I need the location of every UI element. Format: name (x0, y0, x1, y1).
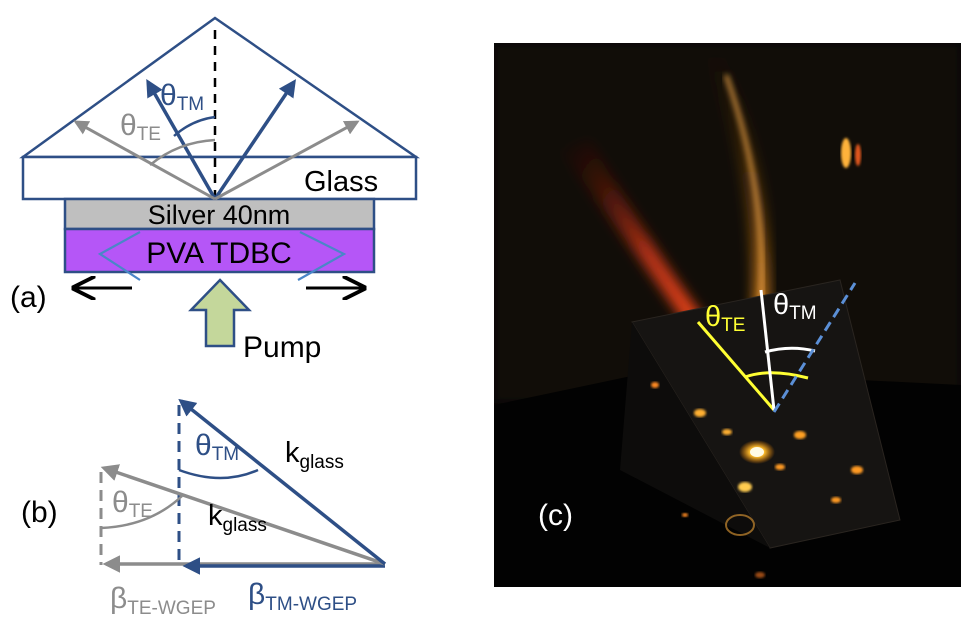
beta-te-label: βTE-WGEP (110, 582, 216, 619)
tm-angle-dashed-line (772, 282, 857, 413)
silver-label: Silver 40nm (148, 200, 291, 230)
theta-te-label-c: θTE (705, 301, 745, 336)
panel-c-photo (494, 43, 961, 587)
te-angle-line (696, 321, 776, 411)
te-angle-arc (744, 371, 809, 380)
theta-tm-arc-b (178, 468, 259, 480)
red-emission-beam (560, 140, 705, 330)
theta-te-arc-b (100, 495, 183, 530)
theta-tm-label-b: θTM (195, 429, 239, 465)
panel-c-label: (c) (538, 499, 573, 532)
panel-a (19, 16, 421, 348)
theta-tm-arc (173, 115, 216, 137)
prism-silhouette (631, 279, 901, 549)
pump-arrow (188, 278, 252, 348)
glass-prism (19, 16, 421, 159)
panel-b-label: (b) (21, 496, 58, 529)
beta-tm-label: βTM-WGEP (248, 578, 357, 615)
theta-tm-label-c: θTM (773, 289, 817, 324)
far-field-spot (841, 138, 851, 168)
te-arrow-right (214, 120, 360, 201)
theta-te-arc (149, 138, 216, 166)
pva-tdbc-label: PVA TDBC (146, 237, 292, 270)
k-glass-tm-label: kglass (285, 437, 344, 473)
guided-mode-path (97, 231, 347, 281)
theta-te-label-b: θTE (112, 486, 153, 522)
theta-tm-label-a: θTM (160, 79, 204, 115)
silver-layer (63, 197, 376, 231)
te-arrow-left (73, 120, 216, 201)
k-glass-te-arrow (100, 464, 386, 566)
glass-label: Glass (304, 166, 378, 198)
theta-te-label-a: θTE (120, 109, 161, 145)
panel-b (99, 398, 387, 575)
tm-angle-arc (764, 346, 816, 354)
tm-arrow-right (213, 79, 296, 200)
panel-a-label: (a) (10, 281, 47, 314)
tm-arrow-left (146, 78, 217, 200)
pump-label: Pump (243, 331, 321, 364)
orange-emission-beam (700, 45, 770, 330)
k-glass-te-label: kglass (208, 500, 267, 536)
k-glass-tm-arrow (178, 398, 387, 566)
